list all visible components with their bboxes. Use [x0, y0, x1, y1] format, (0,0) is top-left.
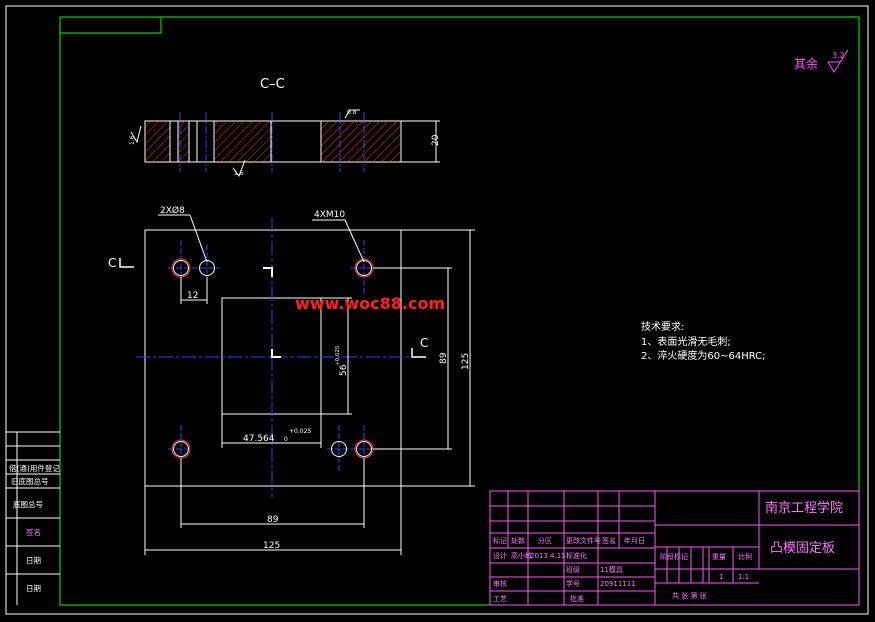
title-block: [489, 490, 860, 606]
section-hatch-3: [214, 121, 271, 162]
tech-note-2: 2、淬火硬度为60~64HRC;: [641, 349, 766, 362]
tb-label-mark: 标记: [493, 536, 507, 545]
holes-small-label: 2XØ8: [160, 205, 185, 216]
roughness-rest-value: 3.2: [832, 51, 845, 60]
plan-view: C C 2XØ8 4XM10 12 47.564 +0.025 0 56 +0.…: [108, 205, 475, 555]
tb-process-label: 工艺: [493, 595, 507, 603]
thickness-dim: 20: [431, 134, 441, 146]
dim-overall-v: 125: [461, 353, 471, 370]
tb-label-date: 年月日: [624, 536, 645, 545]
side-row-5: 日期: [26, 556, 41, 565]
side-row-1: 借(通)用件登记: [9, 463, 60, 473]
pin-hole-2: [331, 441, 347, 457]
side-row-3: 底图总号: [13, 499, 43, 509]
tb-sheets: 共 张 第 张: [672, 591, 707, 600]
tb-label-count: 处数: [511, 536, 525, 545]
cut-mark-left: C: [108, 256, 116, 270]
code-box: [59, 16, 162, 34]
drawing-frame: [59, 16, 860, 606]
section-hatch-2: [178, 121, 189, 162]
section-hatch-4: [321, 121, 400, 162]
tb-designer-label: 设计: [493, 551, 507, 560]
dim-hole-h: 89: [267, 515, 279, 525]
plate-outline: [144, 229, 402, 487]
tb-designer-name: 高小敏: [511, 551, 532, 560]
tb-class-value: 11模具: [600, 565, 623, 574]
section-label: C–C: [260, 77, 285, 92]
roughness-hole-2: 0.8: [347, 109, 357, 116]
tb-label-change: 更改文件号: [566, 536, 601, 545]
roughness-hole-1: 1.6: [129, 135, 136, 145]
section-outline: [144, 120, 402, 163]
dim-hole-spacing: 12: [187, 291, 198, 301]
holes-thread-label: 4XM10: [314, 210, 345, 220]
tb-weight-label: 重量: [712, 553, 726, 561]
title-school: 南京工程学院: [765, 500, 843, 516]
tb-label-zone: 分区: [538, 536, 552, 545]
tb-student-no-value: 20911111: [600, 580, 636, 588]
section-view: 20 1.6 0.8 1.6: [129, 109, 441, 178]
tb-design-date: 2013.4.11: [530, 552, 566, 560]
dim-slot-height: 56: [339, 364, 349, 376]
dim-slot-width: 47.564: [243, 434, 275, 444]
tech-note-1: 1、表面光滑无毛刺;: [641, 335, 731, 348]
tb-scale-label: 比例: [738, 552, 752, 561]
side-row-6: 日期: [26, 584, 41, 593]
section-hatch-1: [146, 121, 170, 162]
tb-reviewer-label: 审核: [493, 579, 507, 588]
roughness-rest-label: 其余: [794, 56, 818, 71]
tb-approve-label: 批准: [570, 594, 584, 603]
tb-standard-label: 标准化: [566, 551, 587, 560]
tb-label-sign: 签名: [602, 536, 616, 545]
side-block: [6, 431, 60, 605]
dim-overall-h: 125: [263, 541, 280, 551]
pin-hole-1: [199, 260, 215, 276]
side-row-2: 旧底图总号: [11, 476, 49, 486]
roughness-icon: [827, 49, 849, 73]
roughness-hole-3: 1.6: [234, 170, 244, 177]
dim-slot-height-tol: +0.025: [335, 345, 341, 366]
tb-student-no-label: 学号: [566, 579, 580, 588]
dim-slot-width-tol: +0.025: [289, 428, 311, 435]
tech-notes: 技术要求: 1、表面光滑无毛刺; 2、淬火硬度为60~64HRC;: [641, 320, 766, 362]
title-part-name: 凸模固定板: [770, 541, 835, 556]
tb-scale: 1:1: [738, 573, 749, 581]
sheet-border: [5, 5, 869, 615]
side-row-4: 签名: [26, 527, 41, 537]
watermark: www.woc88.com: [295, 294, 445, 313]
cut-mark-right: C: [420, 336, 428, 350]
dim-hole-v: 89: [439, 352, 449, 364]
dim-slot-width-tol-low: 0: [284, 436, 288, 443]
tb-qty: 1: [719, 573, 723, 581]
tech-notes-title: 技术要求:: [641, 320, 684, 333]
tb-class-label: 班级: [566, 565, 580, 574]
tb-stage-label: 阶段标记: [660, 552, 688, 561]
